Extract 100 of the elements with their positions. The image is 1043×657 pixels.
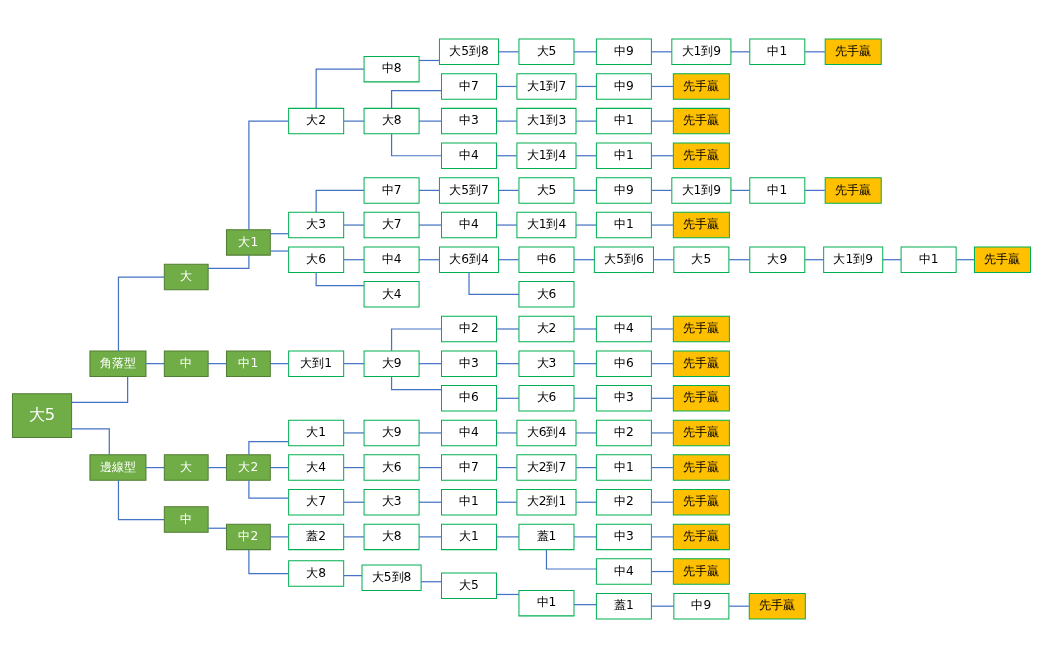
node-box: 大1 <box>225 228 271 256</box>
node-box: 大5到8 <box>361 563 422 591</box>
node-box: 先手贏 <box>672 315 730 342</box>
node-box: 先手贏 <box>672 349 730 377</box>
connector <box>650 50 673 52</box>
node-box: 中2 <box>595 419 652 446</box>
connector <box>418 362 442 364</box>
connector <box>650 85 674 87</box>
connector <box>575 466 597 468</box>
node-box: 中1 <box>595 107 652 134</box>
node-box: 大9 <box>363 419 420 446</box>
node-box: 蓋2 <box>288 523 345 550</box>
connector <box>418 501 442 503</box>
node-box: 中1 <box>749 176 806 204</box>
node-box: 大2 <box>225 453 271 481</box>
connector <box>650 362 674 364</box>
connector <box>145 466 165 468</box>
node-box: 先手贏 <box>672 72 730 100</box>
connector <box>269 249 290 252</box>
node-box: 大9 <box>749 245 806 273</box>
node-box: 中7 <box>441 453 498 481</box>
connector <box>728 605 750 607</box>
node-box: 大4 <box>288 453 345 481</box>
node-box: 中3 <box>595 523 652 550</box>
node-box: 中7 <box>363 176 420 204</box>
connector <box>650 431 674 434</box>
node-box: 先手贏 <box>824 38 882 65</box>
connector <box>420 580 442 582</box>
connector <box>498 189 520 191</box>
node-box: 中6 <box>441 384 498 412</box>
connector <box>117 479 165 520</box>
connector <box>248 120 290 230</box>
node-box: 大1 <box>288 419 345 446</box>
node-box: 大3 <box>518 349 575 377</box>
connector <box>248 548 290 574</box>
connector <box>71 427 110 455</box>
connector <box>207 362 227 364</box>
node-box: 中7 <box>441 72 498 100</box>
node-box: 大5到8 <box>438 38 500 65</box>
connector <box>418 431 442 434</box>
node-box: 大3 <box>288 211 345 238</box>
connector <box>207 466 227 468</box>
connector <box>145 362 165 364</box>
connector <box>575 501 597 503</box>
node-box: 大5 <box>441 572 498 599</box>
node-box: 大1到7 <box>516 72 577 100</box>
connector <box>804 258 825 260</box>
connector <box>650 397 674 399</box>
node-box: 中4 <box>363 245 420 273</box>
connector <box>575 120 597 122</box>
node-box: 先手贏 <box>748 592 806 619</box>
node-box: 大1到4 <box>516 142 577 169</box>
connector <box>71 375 129 403</box>
connector <box>650 501 674 503</box>
node-box: 先手贏 <box>672 384 730 412</box>
connector <box>495 154 518 156</box>
connector <box>343 362 365 364</box>
node-box: 大1到3 <box>516 107 577 134</box>
connector <box>117 275 165 351</box>
connector <box>650 570 674 572</box>
node-box: 中3 <box>441 349 498 377</box>
connector <box>418 120 442 122</box>
connector <box>495 120 518 122</box>
node-box: 大5 <box>518 38 575 65</box>
node-box: 中4 <box>595 557 652 585</box>
node-box: 中1 <box>900 245 957 273</box>
node-box: 先手贏 <box>672 453 730 481</box>
connector <box>573 397 597 399</box>
node-box: 先手贏 <box>672 488 730 515</box>
connector <box>650 466 674 468</box>
connector <box>343 574 363 576</box>
connector <box>495 501 518 503</box>
connector <box>498 50 520 52</box>
connector <box>495 431 518 434</box>
node-box: 大5 <box>673 245 730 273</box>
node-box: 大2到7 <box>516 453 577 481</box>
connector <box>207 527 227 529</box>
connector <box>573 189 597 191</box>
node-box: 大8 <box>363 523 420 550</box>
node-box: 大1到4 <box>516 211 577 238</box>
node-box: 中1 <box>225 349 271 377</box>
connector <box>575 85 597 87</box>
node-box: 中 <box>163 349 209 377</box>
connector <box>650 223 674 226</box>
connector <box>653 258 674 260</box>
node-box: 大7 <box>363 211 420 238</box>
connector <box>495 397 520 399</box>
node-box: 中2 <box>595 488 652 515</box>
connector <box>343 120 365 122</box>
node-box: 先手贏 <box>672 419 730 446</box>
connector <box>390 132 443 156</box>
node-box: 大5 <box>518 176 575 204</box>
connector <box>343 258 365 260</box>
connector <box>650 189 673 191</box>
node-box: 邊線型 <box>89 453 147 481</box>
node-box: 蓋1 <box>595 592 652 619</box>
connector <box>343 223 365 226</box>
node-box: 中4 <box>441 211 498 238</box>
connector <box>730 50 751 52</box>
connector <box>390 327 443 351</box>
